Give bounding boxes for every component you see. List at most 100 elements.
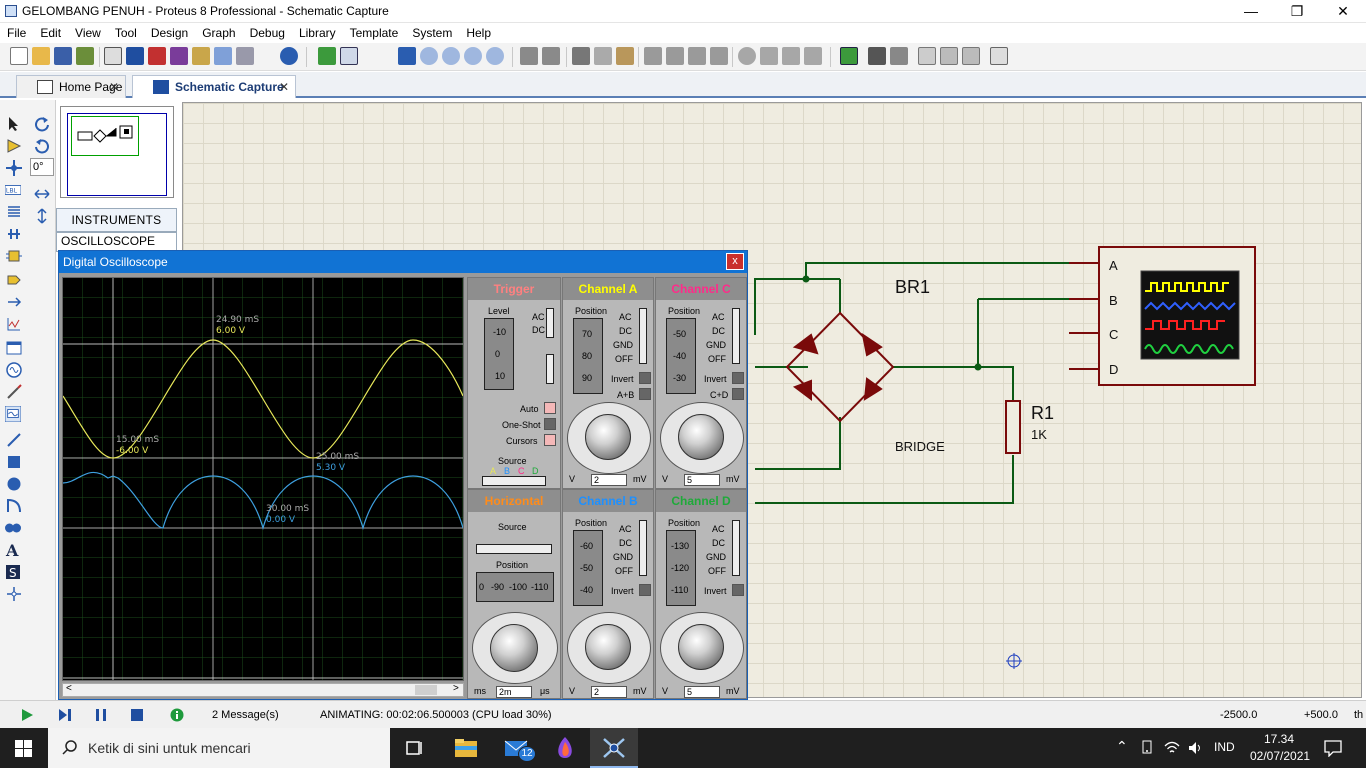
block-rotate-icon[interactable]	[688, 47, 706, 65]
voltage-probe-icon[interactable]	[6, 384, 22, 400]
circle-mode-icon[interactable]	[6, 476, 22, 492]
electrical-rule-check-icon[interactable]	[990, 47, 1008, 65]
horizontal-time-field[interactable]: 2m	[496, 686, 532, 698]
browser-icon[interactable]	[554, 736, 576, 760]
channel-d-position-wheel[interactable]: -130 -120 -110	[666, 530, 696, 606]
mirror-horizontal-icon[interactable]	[34, 186, 50, 202]
pick-device-icon[interactable]	[738, 47, 756, 65]
pause-icon[interactable]	[94, 708, 108, 722]
cut-icon[interactable]	[572, 47, 590, 65]
scroll-thumb[interactable]	[415, 685, 437, 695]
make-device-icon[interactable]	[760, 47, 778, 65]
horizontal-position-wheel[interactable]: 0 -90 -100 -110	[476, 572, 554, 602]
digital-oscilloscope-window[interactable]: Digital Oscilloscope x 24.90 mS 6.00 V 1…	[58, 250, 748, 700]
gerber-icon[interactable]	[192, 47, 210, 65]
copy-icon[interactable]	[594, 47, 612, 65]
import-icon[interactable]	[76, 47, 94, 65]
rotate-clockwise-icon[interactable]	[34, 116, 50, 132]
windows-start-icon[interactable]	[15, 740, 32, 757]
trigger-level-wheel[interactable]: -10 0 10	[484, 318, 514, 390]
device-list[interactable]: OSCILLOSCOPE	[56, 232, 177, 252]
trigger-cursors-button[interactable]	[544, 434, 556, 446]
task-view-icon[interactable]	[406, 739, 424, 757]
tab-schematic-capture[interactable]: Schematic Capture ✕	[132, 75, 296, 98]
minimize-button[interactable]: —	[1244, 3, 1258, 19]
channel-b-invert-button[interactable]	[639, 584, 651, 596]
text-script-icon[interactable]	[6, 204, 22, 220]
bom-icon[interactable]	[236, 47, 254, 65]
play-icon[interactable]	[20, 708, 34, 722]
channel-a-position-wheel[interactable]: 70 80 90	[573, 318, 603, 394]
buses-icon[interactable]	[6, 226, 22, 242]
zoom-out-icon[interactable]	[442, 47, 460, 65]
channel-c-invert-button[interactable]	[732, 372, 744, 384]
remove-sheet-icon[interactable]	[940, 47, 958, 65]
channel-a-volts-knob[interactable]	[585, 414, 631, 460]
channel-c-add-button[interactable]	[732, 388, 744, 400]
menu-graph[interactable]: Graph	[202, 26, 236, 40]
volume-icon[interactable]	[1188, 740, 1204, 756]
zoom-area-icon[interactable]	[486, 47, 504, 65]
redo-icon[interactable]	[542, 47, 560, 65]
menu-tool[interactable]: Tool	[114, 26, 137, 40]
channel-d-volts-knob[interactable]	[678, 624, 724, 670]
terminals-mode-icon[interactable]	[6, 272, 22, 288]
trigger-edge-switch[interactable]	[546, 354, 554, 384]
open-folder-icon[interactable]	[32, 47, 50, 65]
language-indicator[interactable]: IND	[1214, 740, 1235, 754]
home-icon[interactable]	[104, 47, 122, 65]
selection-mode-icon[interactable]	[6, 116, 22, 132]
close-window-button[interactable]: ✕	[1337, 3, 1349, 19]
symbol-mode-icon[interactable]: S	[5, 564, 21, 580]
wifi-icon[interactable]	[1164, 740, 1180, 756]
channel-a-invert-button[interactable]	[639, 372, 651, 384]
scroll-left-icon[interactable]: <	[66, 683, 72, 694]
text-mode-icon[interactable]: A	[5, 542, 21, 558]
zoom-in-icon[interactable]	[420, 47, 438, 65]
overview-window[interactable]	[60, 106, 174, 198]
box-mode-icon[interactable]	[6, 454, 22, 470]
trigger-source-slider[interactable]	[482, 476, 546, 486]
network-status-icon[interactable]	[1140, 740, 1154, 756]
arc-mode-icon[interactable]	[6, 498, 22, 514]
component-mode-icon[interactable]	[6, 138, 22, 154]
search-tag-icon[interactable]	[868, 47, 886, 65]
bridge-rectifier[interactable]	[785, 311, 895, 423]
refresh-icon[interactable]	[318, 47, 336, 65]
oscilloscope-title-bar[interactable]: Digital Oscilloscope	[59, 251, 747, 273]
message-count[interactable]: 2 Message(s)	[212, 709, 279, 721]
exit-to-parent-icon[interactable]	[962, 47, 980, 65]
channel-b-coupling-switch[interactable]	[639, 520, 647, 576]
tab-home-page[interactable]: Home Page ✕	[16, 75, 126, 98]
step-icon[interactable]	[58, 708, 72, 722]
channel-c-value-field[interactable]: 5	[684, 474, 720, 486]
channel-c-position-wheel[interactable]: -50 -40 -30	[666, 318, 696, 394]
pan-icon[interactable]	[398, 47, 416, 65]
3d-icon[interactable]	[170, 47, 188, 65]
horizontal-time-knob[interactable]	[490, 624, 538, 672]
property-assign-icon[interactable]	[890, 47, 908, 65]
graph-mode-icon[interactable]	[6, 316, 22, 332]
resistor-r1[interactable]	[1005, 400, 1021, 454]
taskbar-proteus-button[interactable]	[590, 728, 638, 768]
block-move-icon[interactable]	[666, 47, 684, 65]
subcircuit-icon[interactable]	[6, 248, 22, 264]
new-file-icon[interactable]	[10, 47, 28, 65]
menu-template[interactable]: Template	[349, 26, 399, 40]
line-mode-icon[interactable]	[6, 432, 22, 448]
oscilloscope-screen[interactable]: 24.90 mS 6.00 V 15.00 mS -6.00 V 25.00 m…	[62, 277, 464, 681]
horizontal-source-slider[interactable]	[476, 544, 552, 554]
undo-icon[interactable]	[520, 47, 538, 65]
channel-b-position-wheel[interactable]: -60 -50 -40	[573, 530, 603, 606]
block-delete-icon[interactable]	[710, 47, 728, 65]
menu-system[interactable]: System	[412, 26, 453, 40]
rotate-anticlockwise-icon[interactable]	[34, 138, 50, 154]
device-list-item[interactable]: OSCILLOSCOPE	[61, 234, 156, 248]
help-icon[interactable]	[280, 47, 298, 65]
rotation-angle-field[interactable]: 0°	[30, 158, 54, 176]
restore-button[interactable]: ❐	[1290, 3, 1304, 19]
marker-mode-icon[interactable]	[6, 586, 22, 602]
menu-file[interactable]: File	[7, 26, 27, 40]
file-explorer-icon[interactable]	[454, 738, 478, 758]
stop-icon[interactable]	[130, 708, 144, 722]
